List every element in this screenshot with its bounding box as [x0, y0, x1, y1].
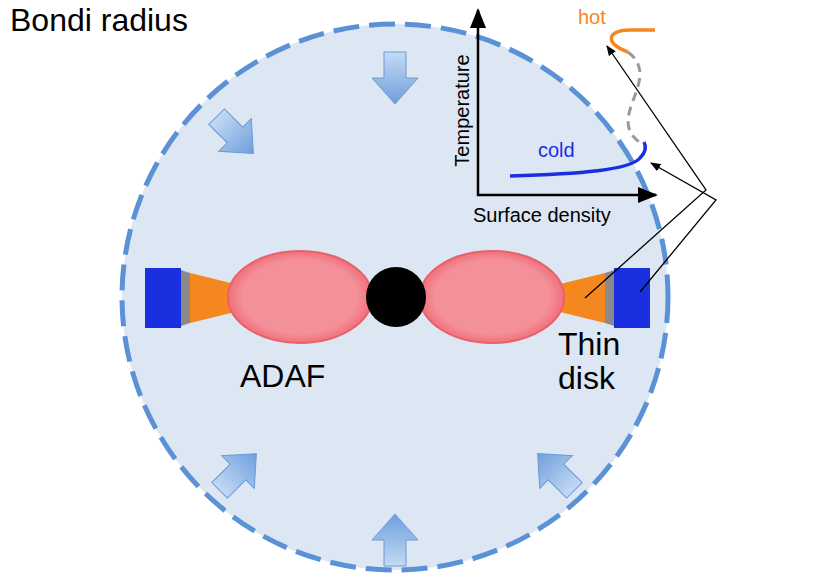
black-hole	[366, 267, 426, 327]
inflow-arrow	[200, 100, 269, 169]
adaf-left	[228, 251, 372, 343]
disk-label: Thin disk	[558, 328, 636, 395]
s-curve-graph	[477, 10, 656, 196]
inflow-arrow	[372, 514, 418, 566]
thin-disk-left	[145, 268, 235, 328]
inflow-arrow	[521, 437, 590, 506]
inflow-arrow	[372, 52, 418, 104]
leader-lines	[585, 46, 716, 298]
state-label: hot	[578, 7, 606, 28]
adaf-right	[420, 251, 564, 343]
axis-label: Surface density	[473, 205, 611, 226]
flow-label: ADAF	[240, 360, 325, 394]
state-label: cold	[538, 140, 575, 161]
inflow-arrow	[203, 437, 272, 506]
thin-disk-right	[560, 268, 650, 328]
radius-label: Bondi radius	[10, 4, 188, 38]
axis-label: Temperature	[452, 54, 473, 166]
inflow-arrows	[200, 52, 590, 566]
